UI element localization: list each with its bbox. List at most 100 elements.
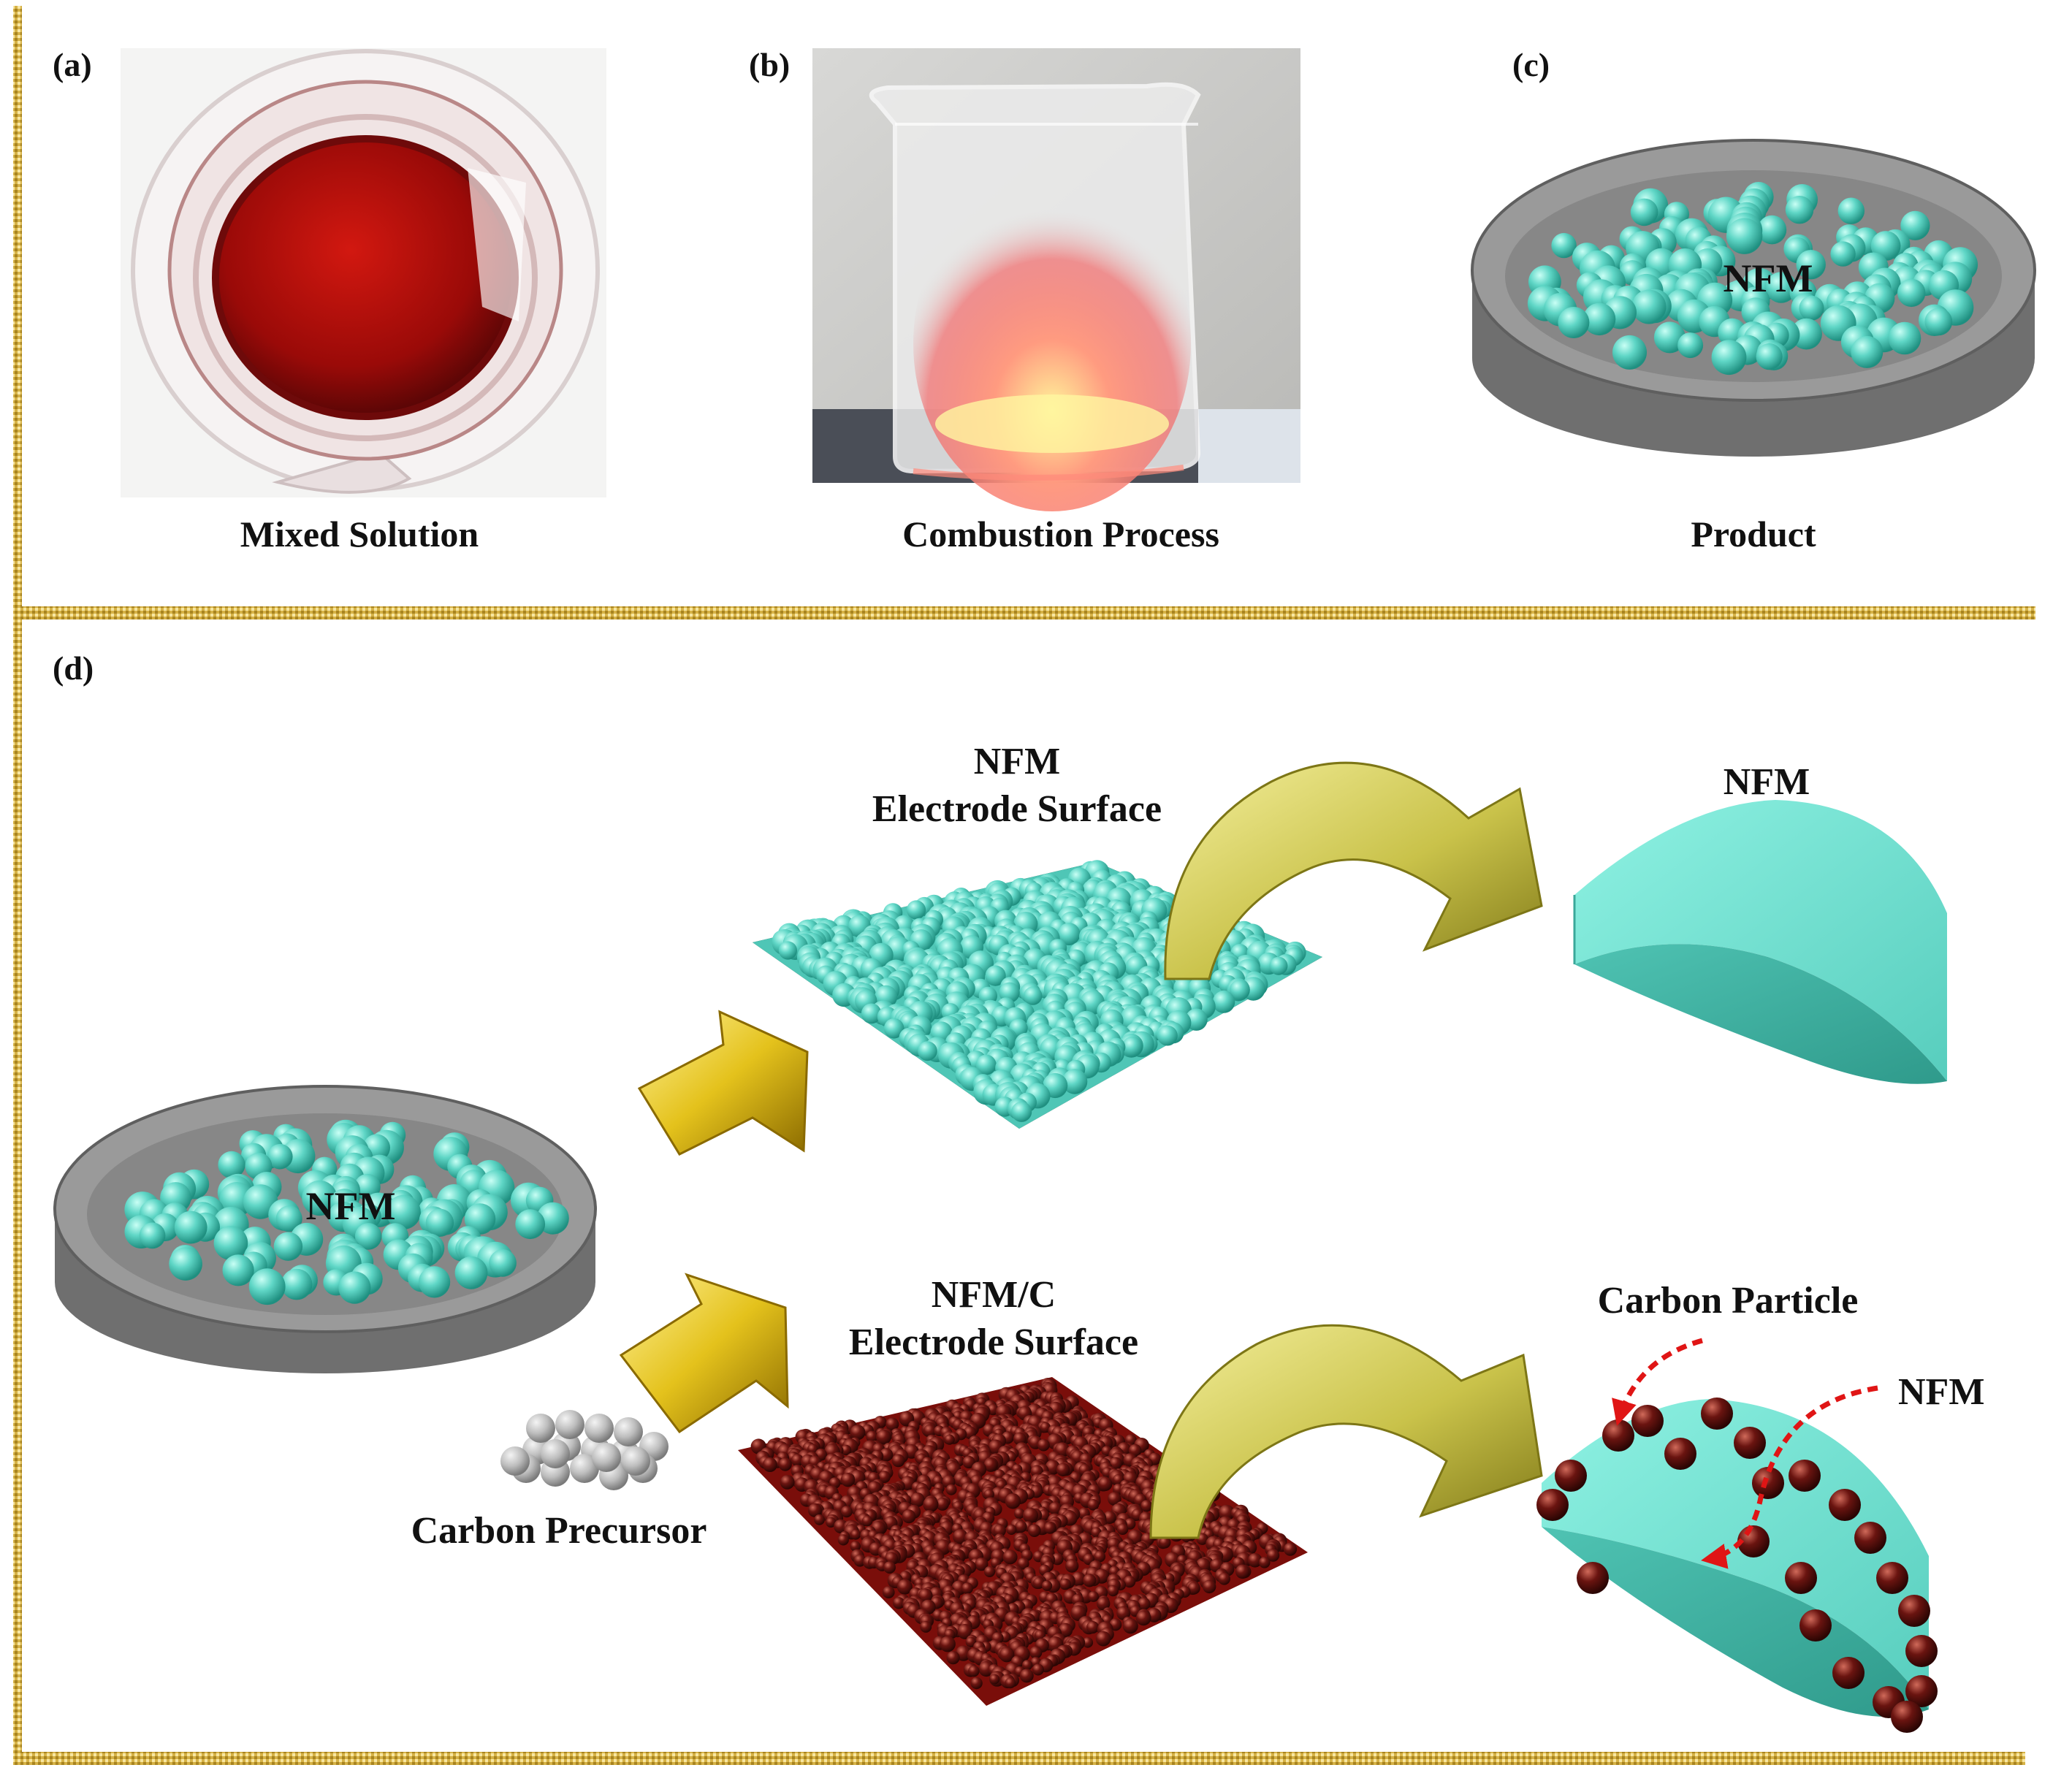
carbon-coated-particle <box>1044 1522 1056 1534</box>
nfm-particle <box>169 1247 202 1281</box>
panel-label-d: (d) <box>53 649 94 687</box>
nfm-particle <box>419 1266 451 1298</box>
nfm-particle <box>302 1180 338 1216</box>
carbon-particle <box>1701 1398 1733 1430</box>
nfm-particle <box>1796 250 1826 280</box>
carbon-coated-particle <box>920 1620 932 1633</box>
carbon-coated-particle <box>1135 1610 1151 1626</box>
carbon-particle <box>1854 1522 1886 1554</box>
nfm-particle <box>1677 332 1704 359</box>
nfm-particle <box>1765 272 1797 303</box>
surface-particle <box>1212 991 1235 1013</box>
carbon-coated-particle <box>1032 1663 1044 1676</box>
carbon-particle <box>1577 1562 1609 1594</box>
top-surface-line1: NFM <box>973 741 1061 782</box>
carbon-coated-particle <box>993 1524 1006 1537</box>
carbon-particle <box>1876 1562 1908 1594</box>
nfm-particle <box>386 1194 421 1229</box>
surface-particle <box>1121 1036 1143 1057</box>
carbon-coated-particle <box>1097 1597 1111 1611</box>
carbon-coated-particle <box>762 1457 777 1472</box>
surface-particle <box>906 900 926 920</box>
carbon-coated-particle <box>791 1454 804 1467</box>
carbon-coated-particle <box>866 1430 878 1443</box>
carbon-coated-particle <box>1019 1669 1034 1683</box>
carbon-coated-particle <box>1107 1585 1119 1597</box>
dish-label: NFM <box>305 1184 396 1228</box>
precursor-particle <box>621 1446 650 1476</box>
carbon-coated-particle <box>837 1534 849 1546</box>
nfm-dish <box>53 1085 597 1373</box>
carbon-coated-particle <box>885 1417 899 1431</box>
surface-particle <box>1057 923 1081 945</box>
arrow-to-nfmc-surface <box>619 1273 789 1434</box>
nfm-particle <box>213 1226 248 1260</box>
carbon-particle <box>1602 1419 1634 1452</box>
carbon-coated-particle <box>1002 1549 1018 1565</box>
carbon-coated-particle <box>850 1529 861 1540</box>
panel-label-c: (c) <box>1512 46 1550 83</box>
nfm-particle <box>1630 198 1658 226</box>
photo-combustion <box>812 48 1300 511</box>
carbon-coated-particle <box>936 1497 949 1511</box>
carbon-coated-particle <box>940 1636 956 1652</box>
carbon-particle-label: Carbon Particle <box>1597 1280 1859 1322</box>
carbon-coated-particle <box>1088 1591 1099 1602</box>
carbon-coated-particle <box>962 1455 975 1469</box>
carbon-coated-particle <box>1022 1507 1039 1523</box>
carbon-coated-particle <box>918 1588 933 1603</box>
precursor-particle <box>584 1414 614 1443</box>
nfm-particle <box>515 1209 546 1240</box>
curved-arrow-bottom <box>1149 1324 1543 1539</box>
nfm-pointer-label: NFM <box>1898 1371 1985 1413</box>
carbon-coated-particle <box>953 1529 968 1544</box>
carbon-particle-pointer <box>1612 1338 1703 1426</box>
carbon-coated-particle <box>1116 1523 1129 1535</box>
carbon-coated-particle <box>1006 1524 1017 1535</box>
carbon-coated-particle <box>983 1489 994 1500</box>
carbon-precursor-label: Carbon Precursor <box>411 1510 707 1552</box>
carbon-coated-particle <box>840 1444 852 1456</box>
carbon-coated-particle <box>853 1554 866 1567</box>
carbon-coated-particle <box>840 1506 853 1518</box>
caption-product: Product <box>1691 514 1816 554</box>
nfm-particle <box>273 1232 303 1261</box>
carbon-coated-particle <box>1083 1574 1097 1587</box>
carbon-coated-particle <box>1098 1476 1113 1492</box>
carbon-coated-particle <box>1015 1520 1027 1533</box>
surface-particle <box>861 1003 882 1024</box>
carbon-coated-particle <box>1028 1524 1041 1537</box>
surface-particle <box>1062 1069 1088 1094</box>
carbon-coated-particle <box>876 1429 891 1445</box>
nfm-particle <box>275 1205 302 1232</box>
nfm-particle <box>1785 196 1814 224</box>
carbon-coated-particle <box>968 1665 980 1677</box>
caption-mixed-solution: Mixed Solution <box>240 514 479 554</box>
nfm-particle <box>281 1268 313 1300</box>
carbon-coated-particle <box>1187 1582 1200 1595</box>
carbon-particle <box>1789 1460 1821 1492</box>
nfm-particle <box>1851 335 1884 368</box>
nfm-particle <box>1711 340 1747 375</box>
surface-particle <box>778 941 797 960</box>
carbon-coated-particle <box>1235 1564 1250 1579</box>
carbon-coated-particle <box>867 1481 882 1495</box>
carbon-coated-particle <box>944 1434 955 1445</box>
carbon-particle <box>1631 1405 1664 1437</box>
nfm-particle <box>1888 321 1921 355</box>
caption-combustion-process: Combustion Process <box>902 514 1219 554</box>
carbon-coated-particle <box>850 1425 866 1441</box>
carbon-coated-particle <box>983 1458 998 1472</box>
carbon-coated-particle <box>778 1457 792 1471</box>
carbon-coated-particle <box>965 1636 977 1647</box>
carbon-coated-particle <box>1095 1631 1111 1647</box>
carbon-precursor-particles <box>500 1410 669 1490</box>
bottom-surface-line2: Electrode Surface <box>848 1322 1139 1363</box>
carbon-coated-particle <box>850 1541 861 1552</box>
nfm-particle <box>248 1268 286 1305</box>
carbon-coated-particle <box>902 1509 916 1524</box>
surface-particle <box>883 1018 904 1039</box>
top-surface-line2: Electrode Surface <box>872 788 1162 830</box>
nfm-particle <box>1582 302 1616 336</box>
